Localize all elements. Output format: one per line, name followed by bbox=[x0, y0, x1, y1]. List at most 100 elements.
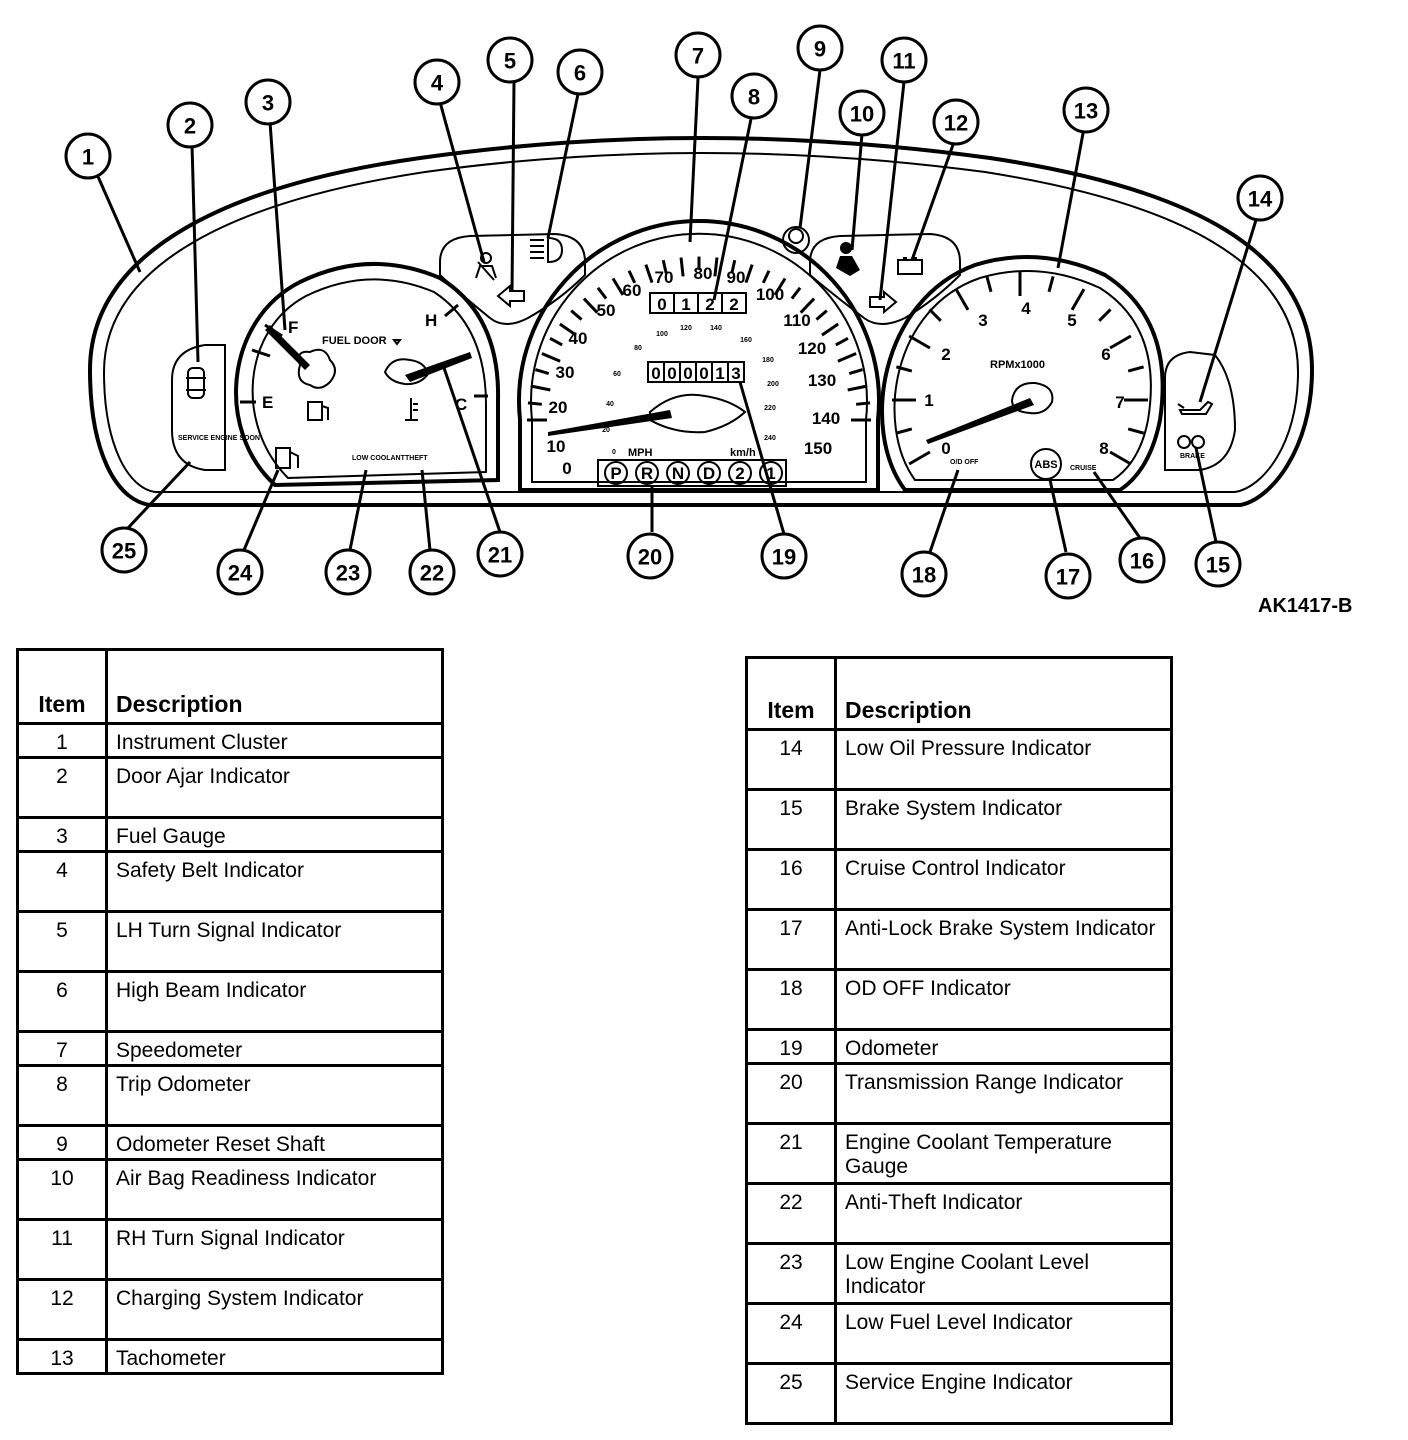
speed-tick bbox=[790, 286, 802, 300]
rpm-tick bbox=[1127, 365, 1145, 373]
gear-position-circle bbox=[697, 461, 721, 485]
callout-number: 6 bbox=[574, 61, 586, 86]
odometer-digit: 2 bbox=[705, 295, 714, 314]
fuel-empty-label: E bbox=[262, 393, 273, 412]
kmh-tick-label: 100 bbox=[656, 331, 668, 338]
mph-tick-label: 150 bbox=[804, 439, 832, 458]
fuel-pump-icon-gauge bbox=[307, 401, 329, 421]
mph-tick-label: 40 bbox=[569, 329, 588, 348]
legend-item-number: 5 bbox=[16, 910, 108, 973]
legend-item-description: Anti-Lock Brake System Indicator bbox=[834, 908, 1173, 971]
callout-number: 3 bbox=[262, 91, 274, 116]
odometer-digit: 0 bbox=[651, 364, 660, 383]
speed-tick bbox=[847, 384, 868, 392]
callout-circle bbox=[100, 526, 148, 574]
legend-item-description: Tachometer bbox=[105, 1338, 444, 1375]
speed-tick bbox=[773, 277, 787, 296]
callout-circle bbox=[166, 101, 214, 149]
fuel-door-label: FUEL DOOR bbox=[322, 335, 387, 347]
speed-tick bbox=[744, 264, 754, 284]
rpm-tick bbox=[908, 334, 931, 350]
rpm-tick-label: 8 bbox=[1099, 439, 1108, 458]
odometer-digit: 0 bbox=[683, 364, 692, 383]
speed-tick bbox=[611, 277, 625, 296]
coolant-temp-icon bbox=[405, 398, 418, 421]
callout-number: 12 bbox=[944, 111, 968, 136]
rpm-tick-label: 4 bbox=[1021, 299, 1031, 318]
rpm-tick-label: 0 bbox=[941, 439, 950, 458]
legend-item-description: LH Turn Signal Indicator bbox=[105, 910, 444, 973]
mph-tick-label: 90 bbox=[727, 268, 746, 287]
high-beam-icon bbox=[530, 236, 564, 264]
legend-item-number: 16 bbox=[745, 848, 837, 911]
mph-tick-label: 60 bbox=[623, 281, 642, 300]
callout-number: 11 bbox=[892, 49, 915, 74]
legend-item-number: 12 bbox=[16, 1278, 108, 1341]
callout-number: 7 bbox=[692, 44, 704, 69]
legend-item-description: Safety Belt Indicator bbox=[105, 850, 444, 913]
safety-belt-icon bbox=[475, 252, 497, 281]
tachometer-ticks bbox=[892, 272, 1148, 466]
odometer-digit: 1 bbox=[715, 364, 724, 383]
mph-tick-label: 120 bbox=[798, 339, 826, 358]
fuel-temp-gauge-housing bbox=[234, 261, 501, 488]
legend-item-number: 14 bbox=[745, 728, 837, 791]
rpm-tick-label: 5 bbox=[1067, 311, 1076, 330]
mph-tick-label: 50 bbox=[597, 301, 616, 320]
cruise-label: CRUISE bbox=[1070, 465, 1097, 472]
callout-number: 24 bbox=[228, 561, 253, 586]
speed-tick bbox=[713, 257, 719, 277]
legend-item-description: Engine Coolant Temperature Gauge bbox=[834, 1122, 1173, 1185]
legend-item-description: Service Engine Indicator bbox=[834, 1362, 1173, 1425]
callout-number: 20 bbox=[638, 545, 662, 570]
legend-item-description: Air Bag Readiness Indicator bbox=[105, 1158, 444, 1221]
speed-tick bbox=[527, 401, 543, 406]
left-end-pod bbox=[171, 344, 226, 471]
mph-unit-label: MPH bbox=[628, 447, 653, 459]
speed-tick bbox=[530, 384, 551, 392]
legend-item-number: 24 bbox=[745, 1302, 837, 1365]
legend-item-description: RH Turn Signal Indicator bbox=[105, 1218, 444, 1281]
rpm-tick bbox=[928, 308, 942, 322]
rpm-tick bbox=[1047, 275, 1055, 293]
legend-item-description: Charging System Indicator bbox=[105, 1278, 444, 1341]
speed-tick bbox=[582, 297, 599, 314]
legend-item-description: Door Ajar Indicator bbox=[105, 756, 444, 819]
odometer-digit-cell bbox=[721, 292, 747, 314]
fuel-gauge-needle bbox=[265, 325, 336, 389]
legend-item-number: 18 bbox=[745, 968, 837, 1031]
odometer-digit: 0 bbox=[667, 364, 676, 383]
callout-circle bbox=[880, 36, 928, 84]
legend-item-description: Anti-Theft Indicator bbox=[834, 1182, 1173, 1245]
speed-tick bbox=[837, 352, 857, 363]
rpm-tick-label: 1 bbox=[924, 391, 933, 410]
callout-circle bbox=[838, 89, 886, 137]
kmh-tick-label: 200 bbox=[767, 381, 779, 388]
legend-item-description: Low Oil Pressure Indicator bbox=[834, 728, 1173, 791]
speed-tick bbox=[815, 309, 828, 321]
cluster-housing bbox=[87, 136, 1315, 507]
rpm-tick bbox=[895, 365, 913, 373]
gear-position-letter: 1 bbox=[766, 464, 775, 483]
speed-tick bbox=[558, 322, 577, 337]
legend-item-number: 13 bbox=[16, 1338, 108, 1375]
temp-gauge-needle bbox=[383, 352, 472, 386]
callout-number: 8 bbox=[748, 85, 760, 110]
battery-icon bbox=[897, 257, 923, 275]
gear-position-letter: R bbox=[641, 464, 653, 483]
callout-circle bbox=[216, 548, 264, 596]
legend-item-number: 2 bbox=[16, 756, 108, 819]
item-column-header: Item bbox=[745, 656, 837, 731]
